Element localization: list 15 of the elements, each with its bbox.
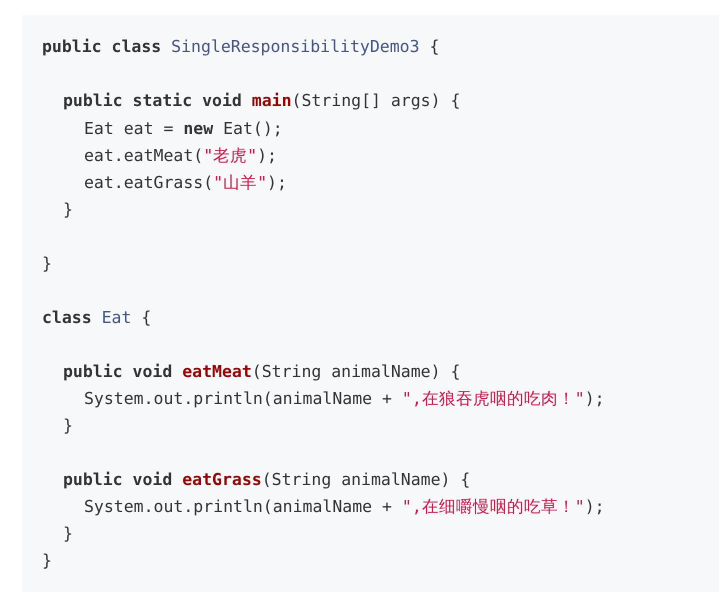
code-line: } (42, 253, 52, 275)
code-line: System.out.println(animalName + ",在狼吞虎咽的吃肉！"); (84, 388, 605, 410)
code-line: System.out.println(animalName + ",在细嚼慢咽的吃草！"); (84, 496, 605, 518)
code-line: eat.eatMeat("老虎"); (84, 145, 277, 167)
code-line: public void eatMeat(String animalName) { (63, 361, 460, 383)
code-line: public static void main(String[] args) { (63, 90, 460, 112)
code-line: Eat eat = new Eat(); (84, 118, 283, 140)
code-line: } (63, 415, 73, 437)
code-line: eat.eatGrass("山羊"); (84, 172, 287, 194)
code-line: } (63, 523, 73, 545)
code-line: } (63, 199, 73, 221)
code-line: public class SingleResponsibilityDemo3 { (42, 36, 440, 58)
code-line: } (42, 550, 52, 572)
code-line: class Eat { (42, 307, 152, 329)
code-line: public void eatGrass(String animalName) { (63, 469, 470, 491)
